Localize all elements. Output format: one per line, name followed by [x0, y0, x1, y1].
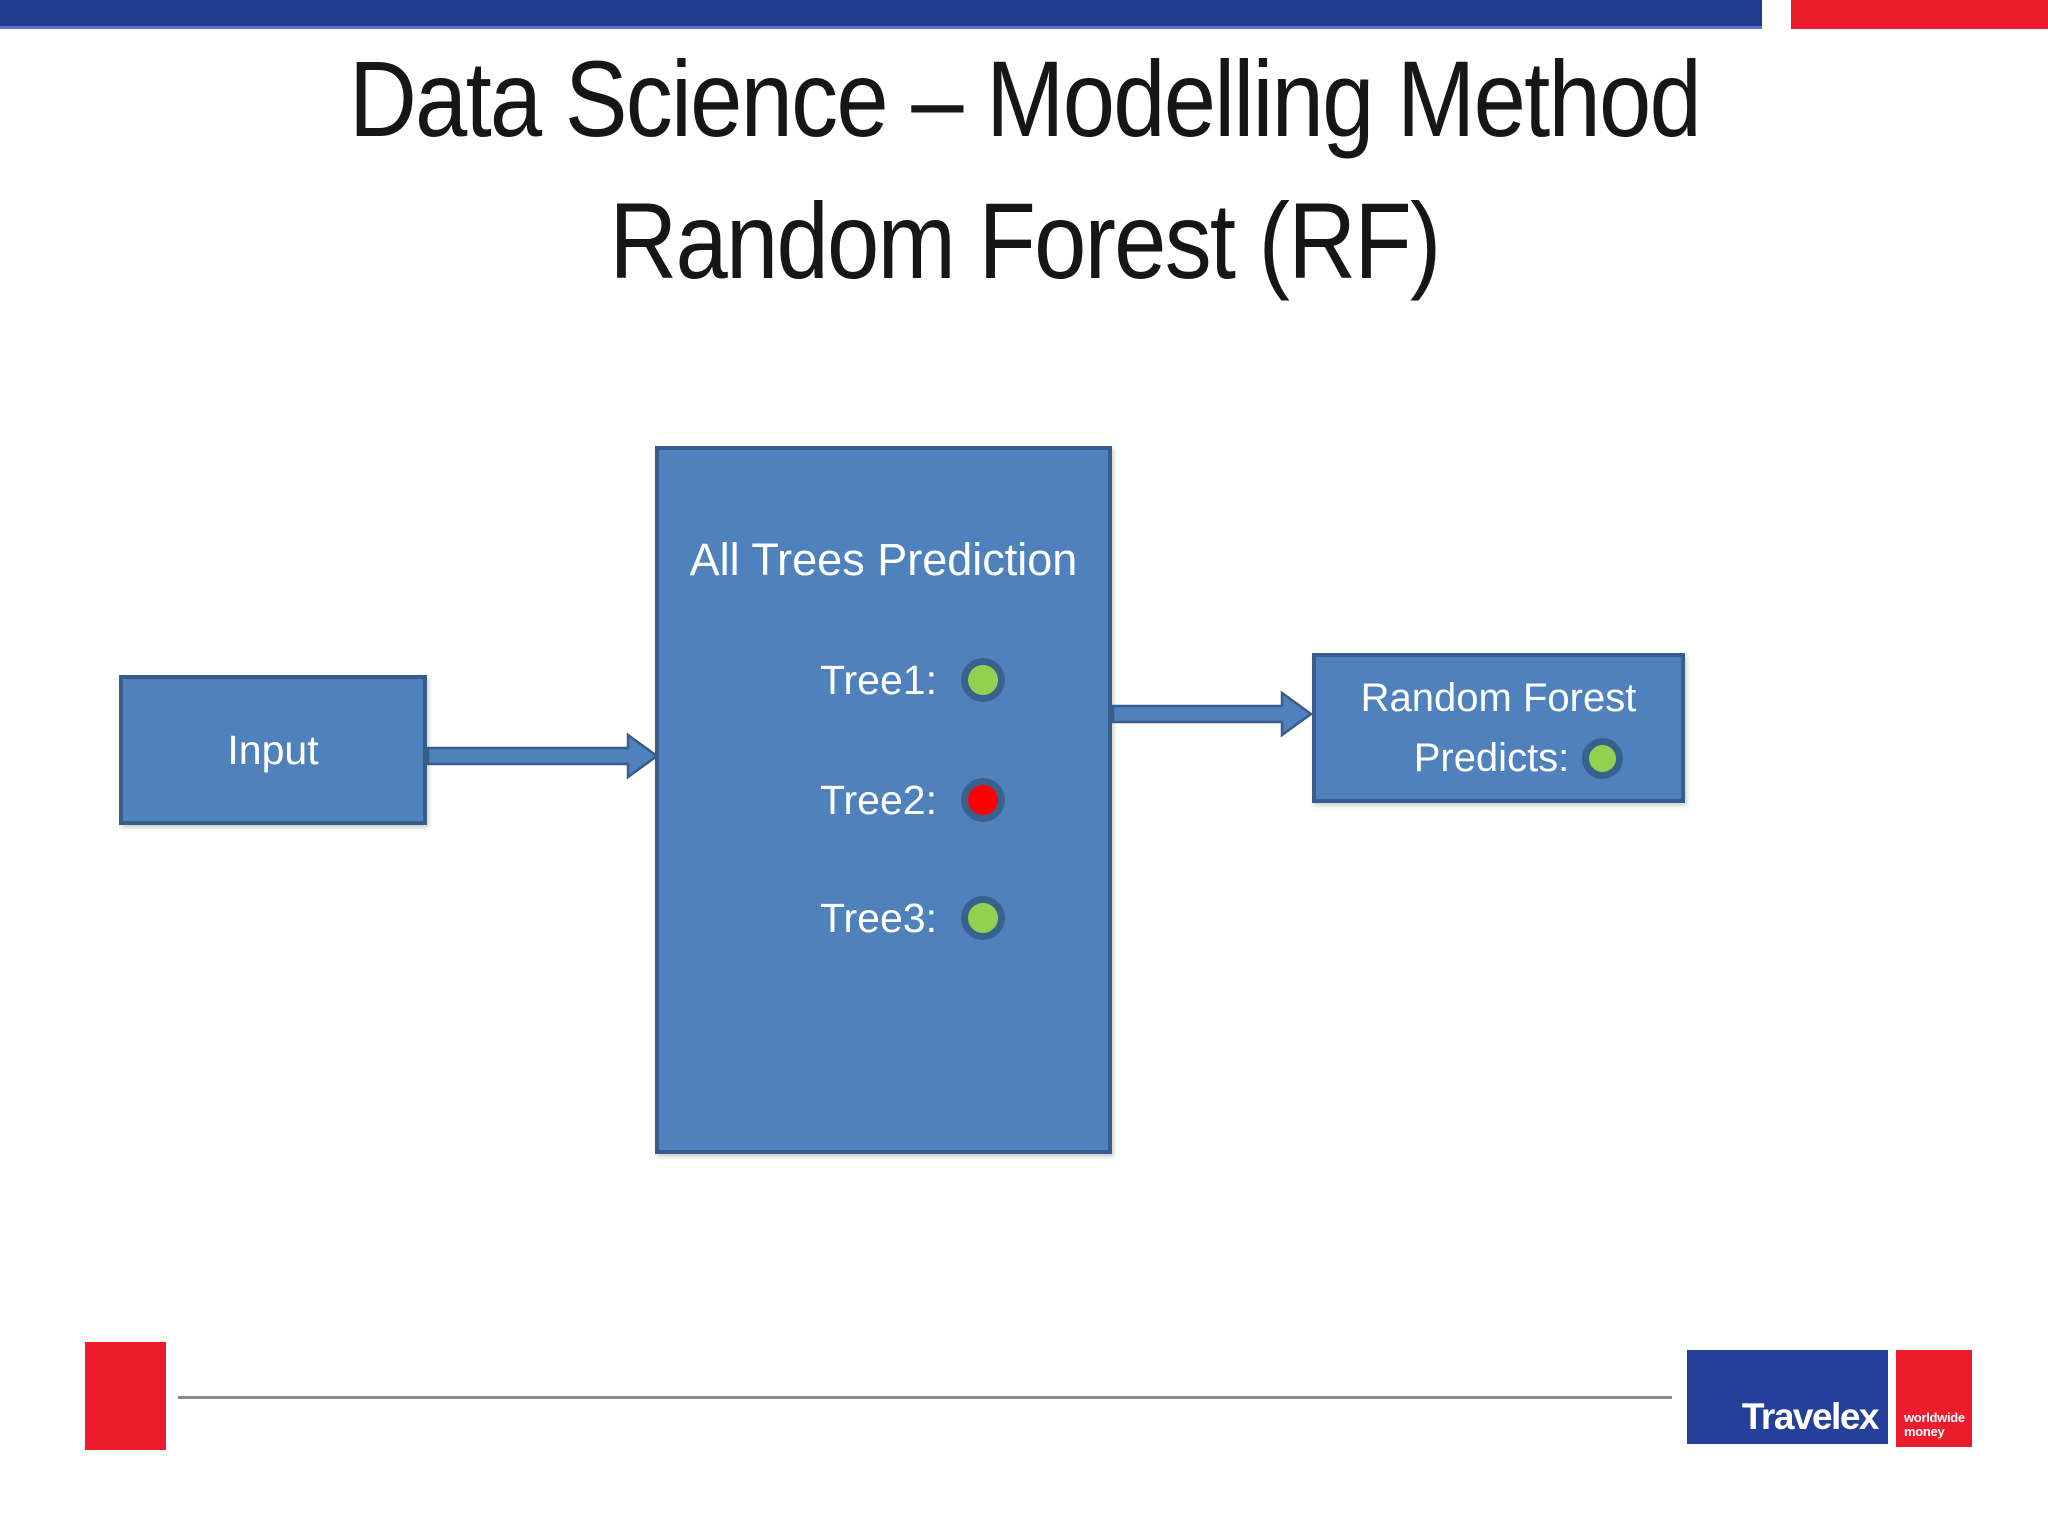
travelex-logo-tagline-box: worldwide money: [1896, 1350, 1972, 1447]
footer-divider-line: [178, 1396, 1672, 1399]
all-trees-prediction-title: All Trees Prediction: [689, 534, 1078, 585]
rf-box-line2: Predicts:: [1414, 728, 1624, 788]
all-trees-prediction-box: All Trees Prediction Tree1: Tree2: Tree3…: [655, 446, 1112, 1154]
travelex-tagline-line2: money: [1904, 1424, 1945, 1439]
slide-title-line2: Random Forest (RF): [608, 180, 1441, 301]
tree3-label: Tree3:: [820, 894, 937, 941]
tree2-prediction-dot-icon: [960, 778, 1005, 822]
tree2-label: Tree2:: [820, 776, 937, 823]
slide-title-line1: Data Science – Modelling Method: [348, 38, 1701, 159]
travelex-logo-wordmark-box: Travelex: [1687, 1350, 1888, 1444]
arrow-input-to-trees-icon: [427, 732, 660, 780]
footer-red-square: [85, 1342, 166, 1450]
travelex-wordmark: Travelex: [1741, 1396, 1880, 1437]
tree2-row: Tree2:: [659, 772, 1108, 828]
rf-box-line1: Random Forest: [1360, 676, 1637, 720]
slide-title: Data Science – Modelling Method Random F…: [0, 28, 2048, 312]
arrow-trees-to-output-icon: [1112, 690, 1314, 738]
input-box-label: Input: [227, 726, 319, 773]
tree3-row: Tree3:: [659, 890, 1108, 946]
top-bar-red-accent: [1791, 0, 2048, 29]
top-bar-blue: [0, 0, 1762, 29]
tree1-prediction-dot-icon: [960, 658, 1005, 702]
rf-predicts-label: Predicts:: [1413, 736, 1570, 780]
tree1-row: Tree1:: [659, 652, 1108, 708]
random-forest-predicts-box: Random Forest Predicts:: [1312, 653, 1685, 803]
rf-prediction-dot-icon: [1582, 737, 1624, 779]
input-box: Input: [119, 675, 427, 825]
tree3-prediction-dot-icon: [960, 896, 1005, 940]
travelex-tagline-line1: worldwide: [1904, 1410, 1965, 1425]
tree1-label: Tree1:: [820, 656, 937, 703]
